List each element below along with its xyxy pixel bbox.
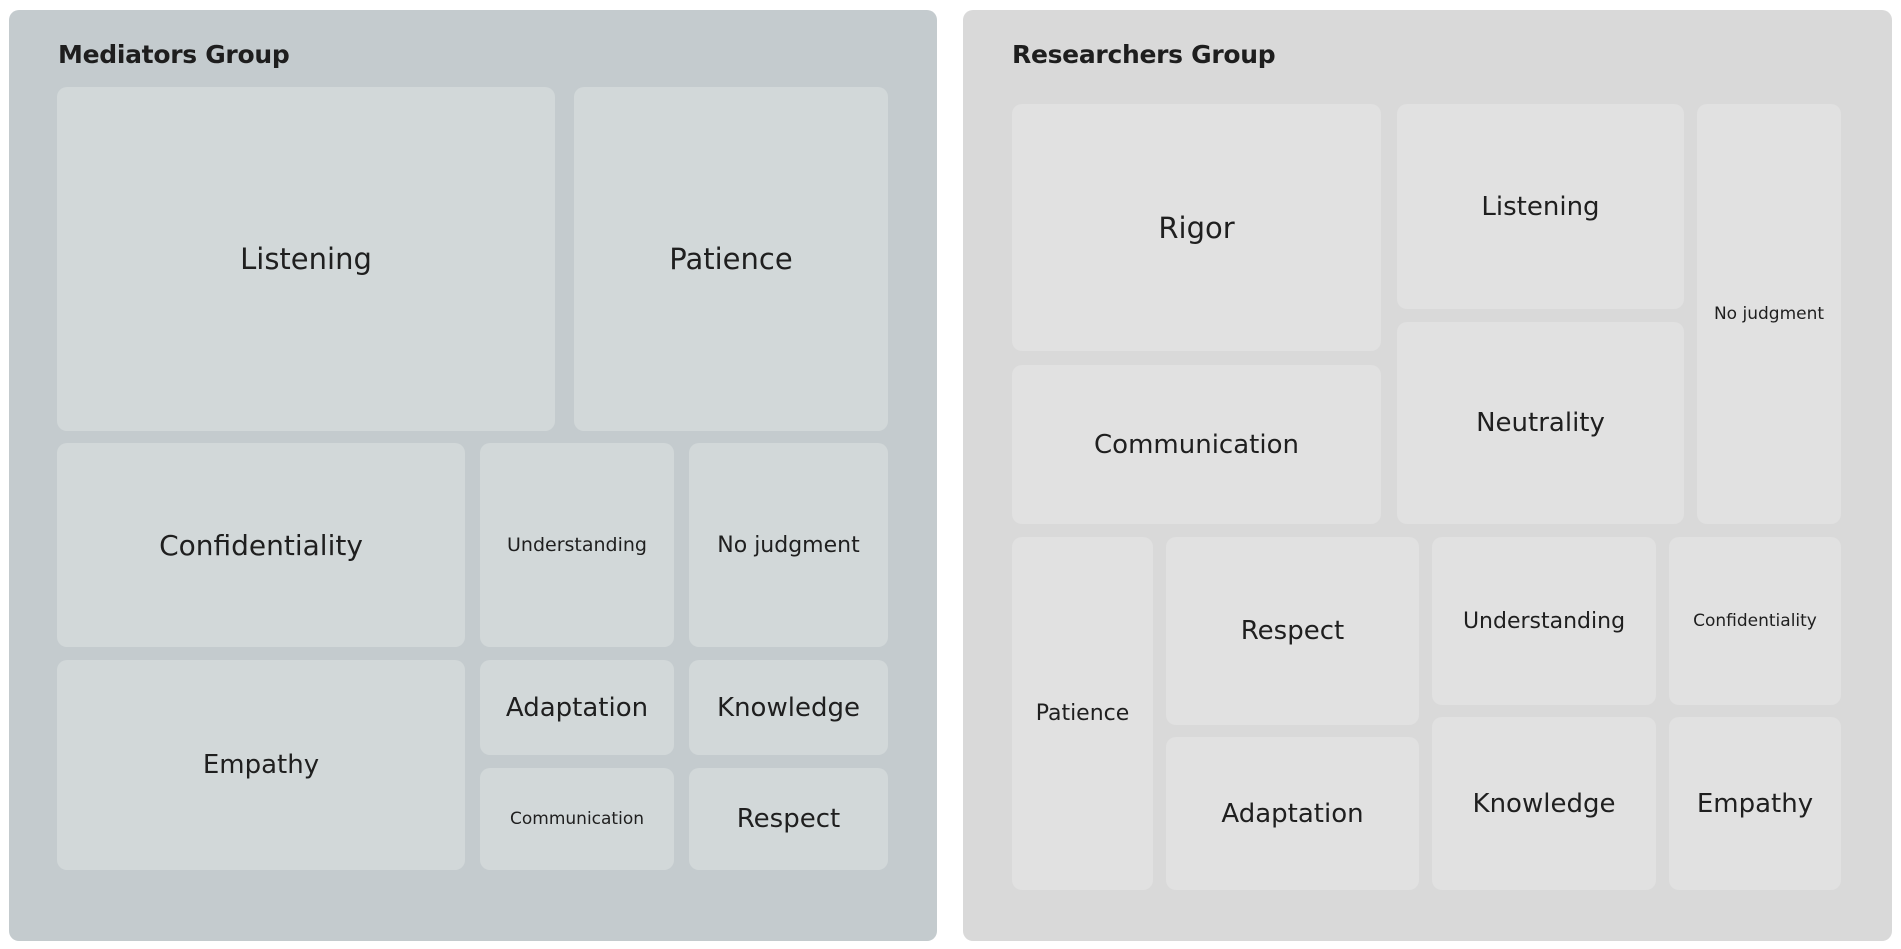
- mediators-tile-communication: Communication: [480, 768, 674, 870]
- mediators-tile-listening: Listening: [57, 87, 555, 431]
- mediators-tile-understanding: Understanding: [480, 443, 674, 647]
- researchers-group-title: Researchers Group: [1012, 40, 1276, 69]
- researchers-tile-confidentiality: Confidentiality: [1669, 537, 1841, 705]
- researchers-tile-respect: Respect: [1166, 537, 1419, 725]
- mediators-tile-respect: Respect: [689, 768, 888, 870]
- mediators-tile-patience: Patience: [574, 87, 888, 431]
- researchers-tile-listening: Listening: [1397, 104, 1684, 309]
- researchers-tile-understanding: Understanding: [1432, 537, 1656, 705]
- researchers-tile-empathy: Empathy: [1669, 717, 1841, 890]
- mediators-tile-confidentiality: Confidentiality: [57, 443, 465, 647]
- researchers-tile-rigor: Rigor: [1012, 104, 1381, 351]
- researchers-tile-knowledge: Knowledge: [1432, 717, 1656, 890]
- researchers-tile-communication: Communication: [1012, 365, 1381, 524]
- mediators-tile-knowledge: Knowledge: [689, 660, 888, 755]
- mediators-group-title: Mediators Group: [58, 40, 290, 69]
- researchers-tile-adaptation: Adaptation: [1166, 737, 1419, 890]
- mediators-tile-adaptation: Adaptation: [480, 660, 674, 755]
- researchers-tile-neutrality: Neutrality: [1397, 322, 1684, 524]
- researchers-tile-patience: Patience: [1012, 537, 1153, 890]
- mediators-tile-empathy: Empathy: [57, 660, 465, 870]
- mediators-tile-no-judgment: No judgment: [689, 443, 888, 647]
- mediators-group-panel: Mediators Group Listening Patience Confi…: [9, 10, 937, 941]
- researchers-tile-no-judgment: No judgment: [1697, 104, 1841, 524]
- researchers-group-panel: Researchers Group Rigor Listening No jud…: [963, 10, 1892, 941]
